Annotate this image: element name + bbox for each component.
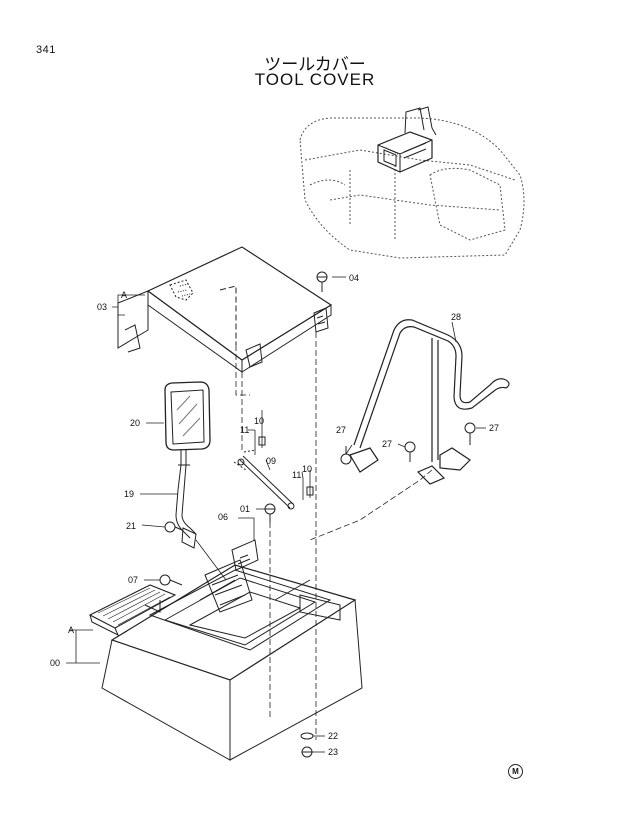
- callout-01: 01: [240, 504, 250, 514]
- callout-20: 20: [130, 418, 140, 428]
- title-english: TOOL COVER: [254, 70, 376, 89]
- handrail-28: [349, 319, 510, 485]
- callout-27-center: 27: [382, 439, 392, 449]
- bolt-07: [159, 574, 183, 586]
- callout-A-bottom: A: [68, 625, 74, 635]
- callout-00: 00: [50, 658, 60, 668]
- callout-28: 28: [451, 312, 461, 322]
- nut-23: [301, 746, 313, 758]
- title-japanese: ツールカバー: [264, 55, 366, 75]
- stay-rod-09: [233, 420, 314, 510]
- callout-09: 09: [266, 456, 276, 466]
- callout-23: 23: [328, 747, 338, 757]
- assembly-lines: [235, 332, 433, 740]
- mirror-stay-19: [175, 464, 227, 581]
- step-grating: [88, 584, 177, 637]
- callout-27-right: 27: [489, 423, 499, 433]
- leader-lines: [66, 294, 486, 753]
- mirror-20: [164, 381, 211, 466]
- callout-06: 06: [218, 512, 228, 522]
- callout-10-left: 10: [254, 416, 264, 426]
- machine-overview: [299, 117, 525, 259]
- callout-21: 21: [126, 521, 136, 531]
- callout-07: 07: [128, 575, 138, 585]
- callout-A-top: A: [121, 290, 127, 300]
- callout-03: 03: [97, 302, 107, 312]
- callout-10-right: 10: [302, 464, 312, 474]
- callout-11-right: 11: [292, 470, 301, 480]
- bolt-01: [264, 503, 276, 522]
- callout-22: 22: [328, 731, 338, 741]
- washer-22: [300, 732, 314, 740]
- toolbox-overview: [377, 106, 437, 173]
- bolt-27-center: [404, 441, 416, 462]
- callout-04: 04: [349, 273, 359, 283]
- callout-19: 19: [124, 489, 134, 499]
- toolbox-base: [101, 564, 363, 761]
- maker-mark: M: [508, 764, 523, 779]
- bolt-27-right: [464, 422, 476, 445]
- callout-11-left: 11: [240, 425, 249, 435]
- callout-27-left: 27: [336, 425, 346, 435]
- bolt-04: [316, 271, 346, 292]
- cover-lid: [117, 246, 333, 373]
- page-number: 341: [36, 44, 56, 56]
- hinge-bracket-06: [204, 539, 259, 613]
